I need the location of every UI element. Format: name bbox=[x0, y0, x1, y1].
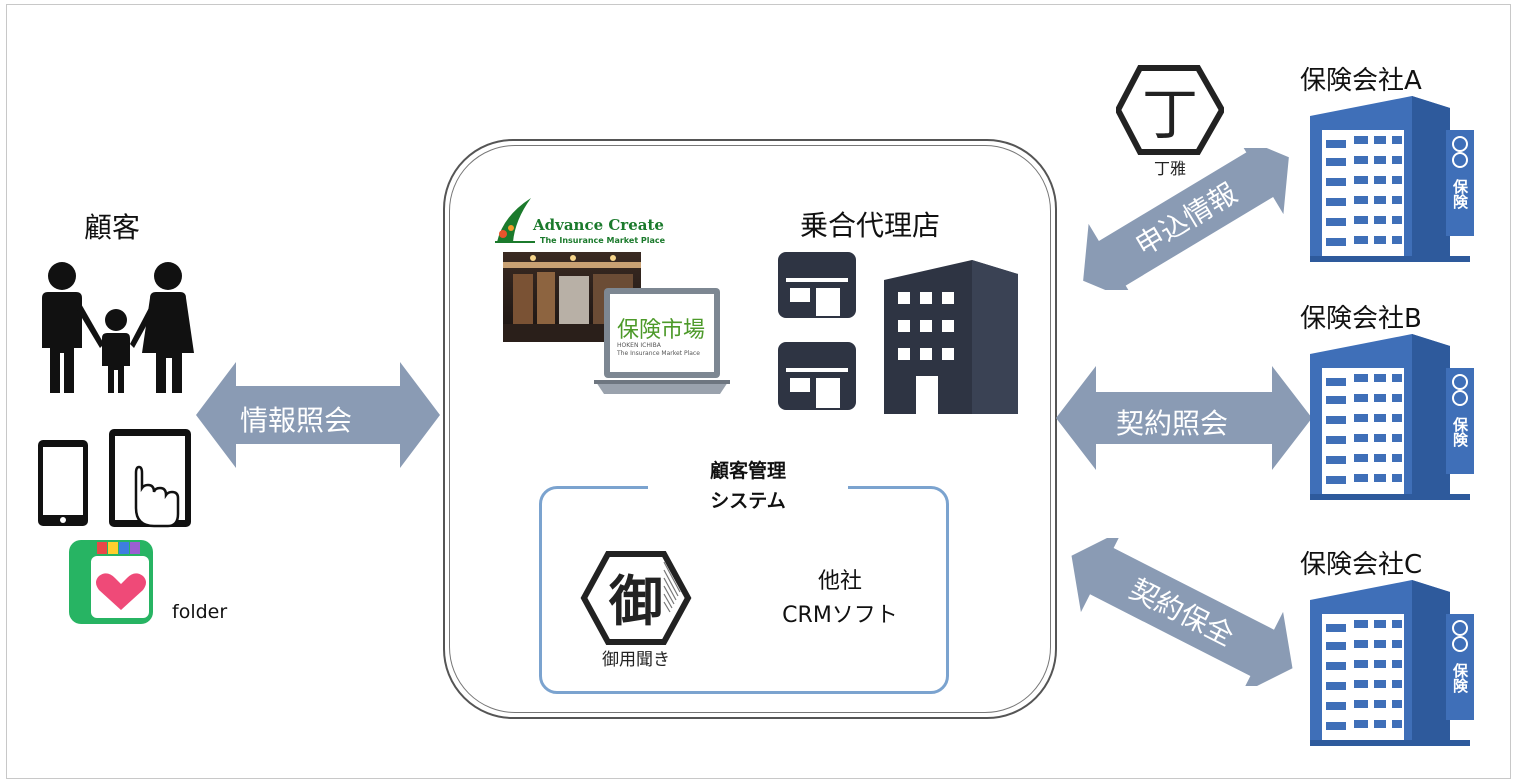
company-a-building-icon: 保険 bbox=[1310, 96, 1474, 262]
advance-create-tagline: The Insurance Market Place bbox=[540, 236, 666, 245]
choga-name: 丁雅 bbox=[1154, 159, 1186, 178]
family-icon bbox=[42, 262, 194, 393]
agency-buildings-icon bbox=[778, 252, 1018, 414]
company-b-building-icon: 保険 bbox=[1310, 334, 1474, 500]
crm-system-title: 顧客管理 システム bbox=[648, 456, 848, 516]
hoken-ichiba-tagline: The Insurance Market Place bbox=[617, 350, 700, 357]
other-crm-label: 他社 CRMソフト bbox=[770, 565, 910, 633]
contract-maintenance-arrow: 契約保全 bbox=[1071, 538, 1293, 686]
company-c-building-icon: 保険 bbox=[1310, 580, 1474, 746]
gokiki-name: 御用聞き bbox=[602, 650, 670, 670]
advance-create-name: Advance Create bbox=[533, 216, 664, 234]
other-crm-line2: CRMソフト bbox=[782, 603, 898, 628]
crm-title-line1: 顧客管理 bbox=[709, 460, 786, 482]
folder-app-icon bbox=[69, 540, 153, 624]
company-b-label: 保険会社B bbox=[1300, 304, 1422, 334]
company-a-sign: 保険 bbox=[1451, 178, 1469, 210]
choga-char: 丁 bbox=[1142, 83, 1198, 148]
contract-inquiry-label: 契約照会 bbox=[1116, 407, 1229, 440]
hoken-ichiba-name: 保険市場 bbox=[617, 318, 706, 343]
company-a-label: 保険会社A bbox=[1300, 66, 1422, 96]
gokiki-char: 御 bbox=[608, 569, 663, 633]
customer-label: 顧客 bbox=[84, 211, 141, 244]
agency-label: 乗合代理店 bbox=[800, 209, 941, 242]
folder-app-label: folder bbox=[172, 601, 228, 623]
choga-logo-icon: 丁 丁雅 bbox=[1116, 65, 1224, 178]
hoken-ichiba-romaji: HOKEN ICHIBA The Insurance Market Place bbox=[617, 342, 700, 358]
hoken-ichiba-romaji-text: HOKEN ICHIBA bbox=[617, 342, 661, 349]
other-crm-line1: 他社 bbox=[817, 569, 862, 594]
laptop-icon bbox=[594, 288, 730, 394]
gokiki-logo-icon: 御 御用聞き bbox=[580, 551, 692, 670]
company-b-sign: 保険 bbox=[1451, 416, 1469, 448]
company-c-sign: 保険 bbox=[1451, 662, 1469, 694]
application-info-arrow: 申込情報 bbox=[1083, 148, 1289, 290]
info-inquiry-arrow bbox=[196, 362, 440, 468]
crm-title-line2: システム bbox=[710, 490, 786, 512]
contract-inquiry-arrow bbox=[1056, 366, 1312, 470]
devices-icon bbox=[38, 429, 191, 528]
company-c-label: 保険会社C bbox=[1300, 550, 1423, 580]
advance-create-logo-icon bbox=[495, 198, 535, 243]
info-inquiry-label: 情報照会 bbox=[240, 404, 353, 437]
